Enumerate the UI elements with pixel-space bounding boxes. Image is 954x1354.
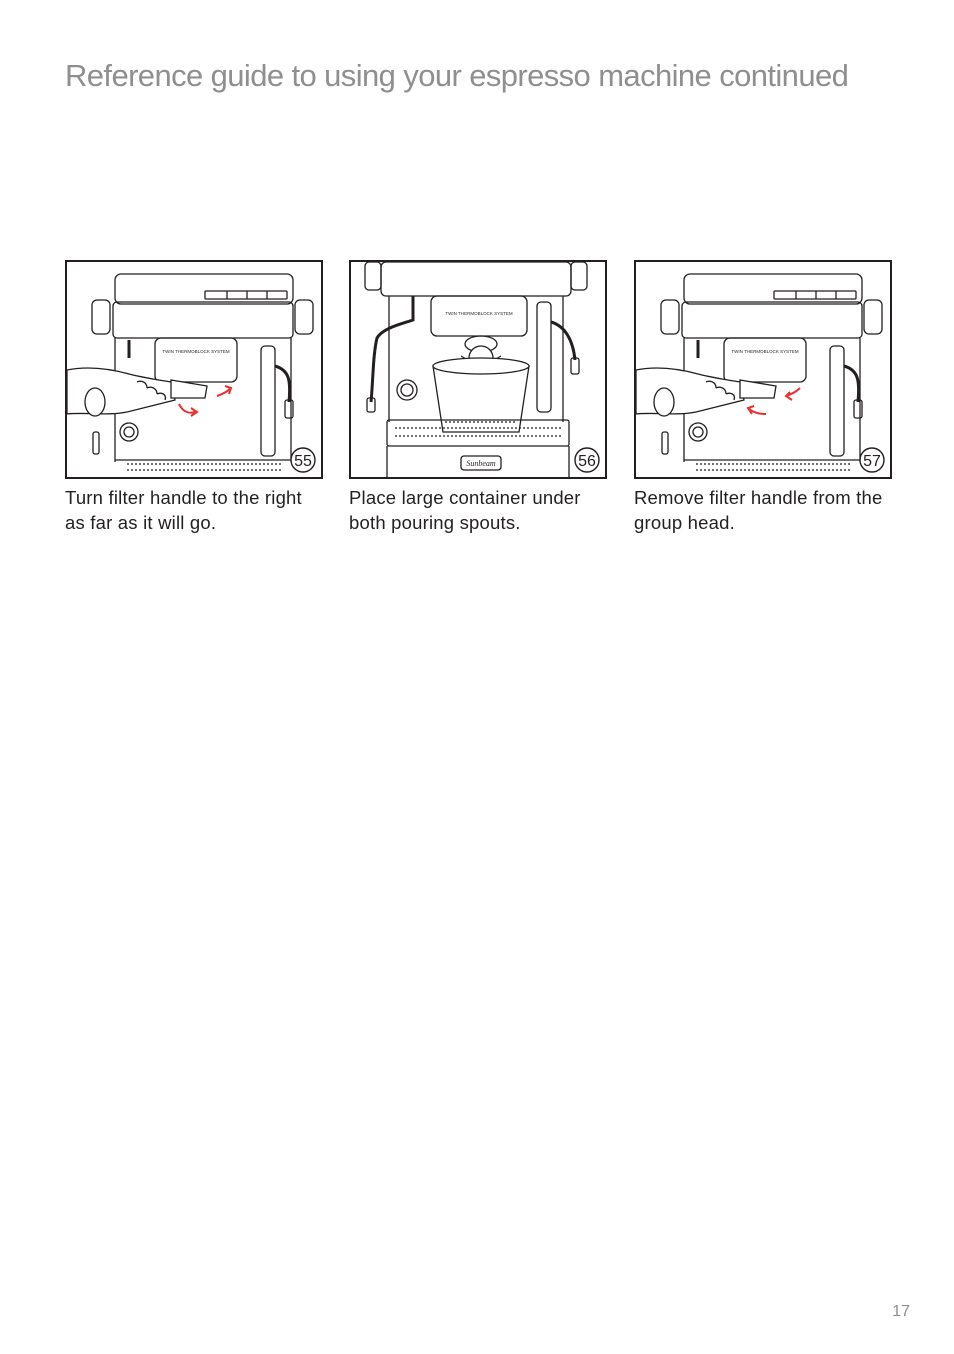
panel-label: TWIN THERMOBLOCK SYSTEM [162, 349, 229, 354]
figure-55-caption: Turn filter handle to the right as far a… [65, 487, 302, 533]
figure-57-caption: Remove filter handle from the group head… [634, 487, 883, 533]
figure-number: 55 [294, 453, 312, 470]
figure-56-caption: Place large container under both pouring… [349, 487, 581, 533]
container-under-spouts-illustration: TWIN THERMOBLOCK SYSTEM Sunbeam 56 [364, 262, 600, 477]
page-title: Reference guide to using your espresso m… [65, 58, 849, 93]
page-number: 17 [892, 1303, 910, 1320]
panel-label: TWIN THERMOBLOCK SYSTEM [731, 349, 798, 354]
figure-number: 56 [578, 453, 596, 470]
filter-handle-remove-illustration: TWIN THERMOBLOCK SYSTEM 57 [636, 273, 885, 473]
filter-handle-turn-right-illustration: TWIN THERMOBLOCK SYSTEM 55 [67, 273, 316, 473]
figure-number: 57 [863, 453, 881, 470]
figure-56: TWIN THERMOBLOCK SYSTEM Sunbeam 56 [349, 260, 607, 479]
panel-label: TWIN THERMOBLOCK SYSTEM [445, 311, 512, 316]
figure-55: TWIN THERMOBLOCK SYSTEM 55 [65, 260, 323, 479]
brand-logo: Sunbeam [466, 459, 496, 468]
figure-57: TWIN THERMOBLOCK SYSTEM 57 [634, 260, 892, 479]
